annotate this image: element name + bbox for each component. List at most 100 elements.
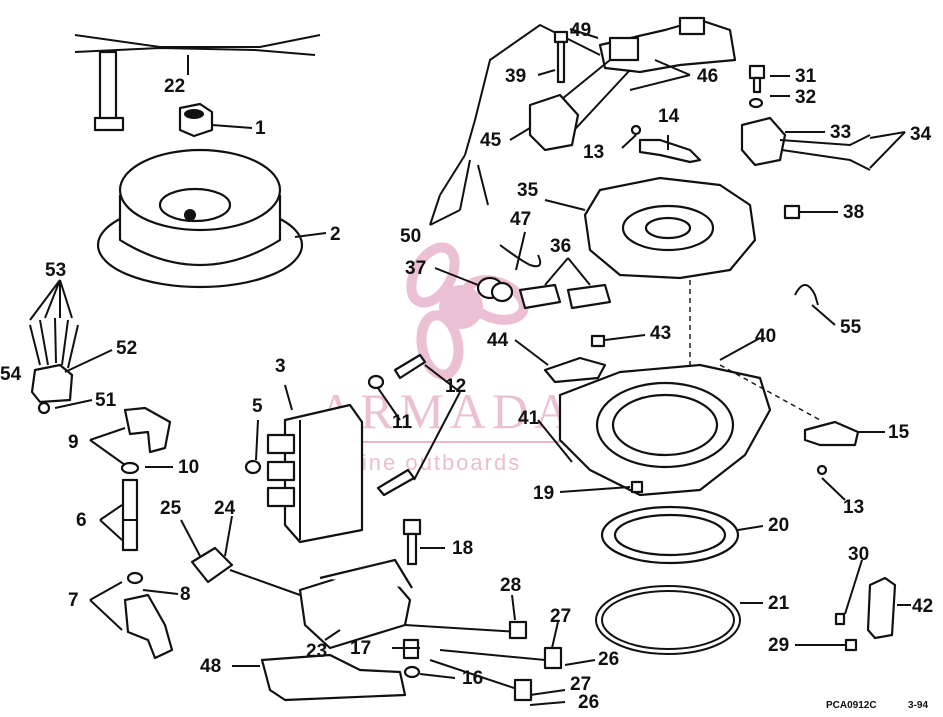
part-25-sensor [190, 546, 301, 596]
callout-54: 54 [0, 364, 22, 385]
part-45-coil [528, 93, 580, 152]
callout-25: 25 [160, 498, 182, 519]
callout-46: 46 [697, 66, 718, 87]
callout-55: 55 [840, 317, 862, 338]
callout-22: 22 [164, 76, 185, 97]
part-10-clamp [120, 461, 140, 475]
part-12-screw [367, 353, 427, 497]
part-47-clip [499, 244, 542, 268]
part-18-bolt [402, 518, 422, 566]
callout-17: 17 [350, 638, 371, 659]
callout-42: 42 [912, 596, 933, 617]
callout-21: 21 [768, 593, 790, 614]
callout-7: 7 [68, 590, 79, 611]
part-35-timer-base [583, 176, 757, 280]
part-48-bracket [260, 653, 407, 702]
callout-53: 53 [45, 260, 66, 281]
callout-28: 28 [500, 575, 521, 596]
part-7-elbow [123, 593, 174, 660]
callout-1: 1 [255, 118, 266, 139]
callout-31: 31 [795, 66, 817, 87]
part-21-ring [595, 585, 741, 655]
callout-30: 30 [848, 544, 869, 565]
part-31-screw [748, 64, 766, 94]
callout-45: 45 [480, 130, 502, 151]
part-38-screw [783, 204, 801, 220]
callout-3: 3 [275, 356, 286, 377]
leader-lines [29, 28, 911, 706]
callout-15: 15 [888, 422, 910, 443]
part-14-clip [630, 124, 702, 164]
part-30-screw [834, 612, 846, 626]
callout-38: 38 [843, 202, 864, 223]
callout-34: 34 [910, 124, 932, 145]
callout-27-lower: 27 [570, 674, 591, 695]
part-33-coil [740, 116, 871, 171]
callout-24: 24 [214, 498, 236, 519]
part-37-grommet [476, 276, 514, 303]
callout-13-right: 13 [843, 497, 864, 518]
callout-33: 33 [830, 122, 851, 143]
part-55-clip [794, 284, 819, 306]
part-5-washer [244, 459, 262, 475]
callout-18: 18 [452, 538, 473, 559]
callout-35: 35 [517, 180, 539, 201]
callout-12: 12 [445, 376, 466, 397]
callout-29: 29 [768, 635, 789, 656]
callout-16: 16 [462, 668, 483, 689]
callout-20: 20 [768, 515, 789, 536]
callout-19: 19 [533, 483, 554, 504]
part-36-hose [518, 283, 612, 310]
callout-11: 11 [392, 412, 413, 433]
part-2-flywheel [96, 148, 304, 289]
callout-52: 52 [116, 338, 137, 359]
callout-50: 50 [400, 226, 421, 247]
part-26-terminal [429, 646, 563, 702]
callout-40: 40 [755, 326, 776, 347]
callout-44: 44 [487, 330, 509, 351]
part-32-washer [748, 97, 764, 109]
callout-14: 14 [658, 106, 680, 127]
callout-32: 32 [795, 87, 816, 108]
callout-27-upper: 27 [550, 606, 571, 627]
part-22-harness [74, 34, 321, 132]
callout-47: 47 [510, 209, 531, 230]
callouts: 1 2 3 5 6 7 8 9 10 11 12 13 13 14 15 16 … [0, 20, 933, 713]
callout-49: 49 [570, 20, 591, 41]
part-39-screw [553, 30, 569, 84]
callout-2: 2 [330, 224, 341, 245]
part-19-screw [630, 480, 644, 494]
part-52-terminal [29, 317, 79, 415]
part-23-cd-module [298, 558, 528, 650]
part-1-nut [178, 102, 214, 138]
part-8-clamp [126, 571, 144, 585]
part-16-washer [403, 665, 421, 679]
callout-23: 23 [306, 641, 327, 662]
callout-48: 48 [200, 656, 221, 677]
part-6-sleeve [121, 478, 139, 552]
callout-26-upper: 26 [598, 649, 619, 670]
part-15-bracket [803, 420, 860, 447]
part-29-screw [844, 638, 858, 652]
part-13-screw [816, 464, 828, 476]
callout-41: 41 [518, 408, 540, 429]
drawing-date: 3-94 [908, 700, 928, 711]
callout-10: 10 [178, 457, 199, 478]
part-50-wires [439, 154, 489, 211]
part-42-terminal-block [866, 576, 897, 640]
drawing-code: PCA0912C [826, 700, 877, 711]
part-40-armature-plate [558, 363, 772, 497]
part-3-powerpack [266, 403, 364, 544]
part-9-elbow [123, 406, 172, 454]
callout-8: 8 [180, 584, 191, 605]
callout-6: 6 [76, 510, 87, 531]
callout-5: 5 [252, 396, 263, 417]
callout-36: 36 [550, 236, 571, 257]
callout-26-lower: 26 [578, 692, 599, 713]
part-43-screw [590, 334, 606, 348]
part-44-bracket [543, 356, 607, 384]
callout-9: 9 [68, 432, 79, 453]
callout-37: 37 [405, 258, 426, 279]
part-20-ring [600, 505, 740, 565]
